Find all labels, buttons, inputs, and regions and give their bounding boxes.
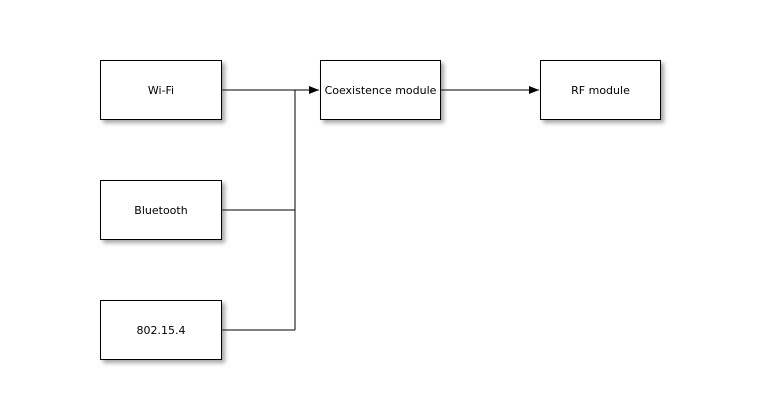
node-bluetooth-label: Bluetooth xyxy=(134,203,188,217)
node-rf-module[interactable]: RF module xyxy=(540,60,661,120)
node-rf-module-label: RF module xyxy=(571,83,630,97)
node-wifi-label: Wi-Fi xyxy=(147,83,175,97)
node-wifi[interactable]: Wi-Fi xyxy=(100,60,222,120)
node-coexistence-module[interactable]: Coexistence module xyxy=(320,60,441,120)
node-bluetooth[interactable]: Bluetooth xyxy=(100,180,222,240)
node-coexistence-module-label: Coexistence module xyxy=(324,83,437,97)
node-802-15-4-label: 802.15.4 xyxy=(136,323,186,337)
node-802-15-4[interactable]: 802.15.4 xyxy=(100,300,222,360)
